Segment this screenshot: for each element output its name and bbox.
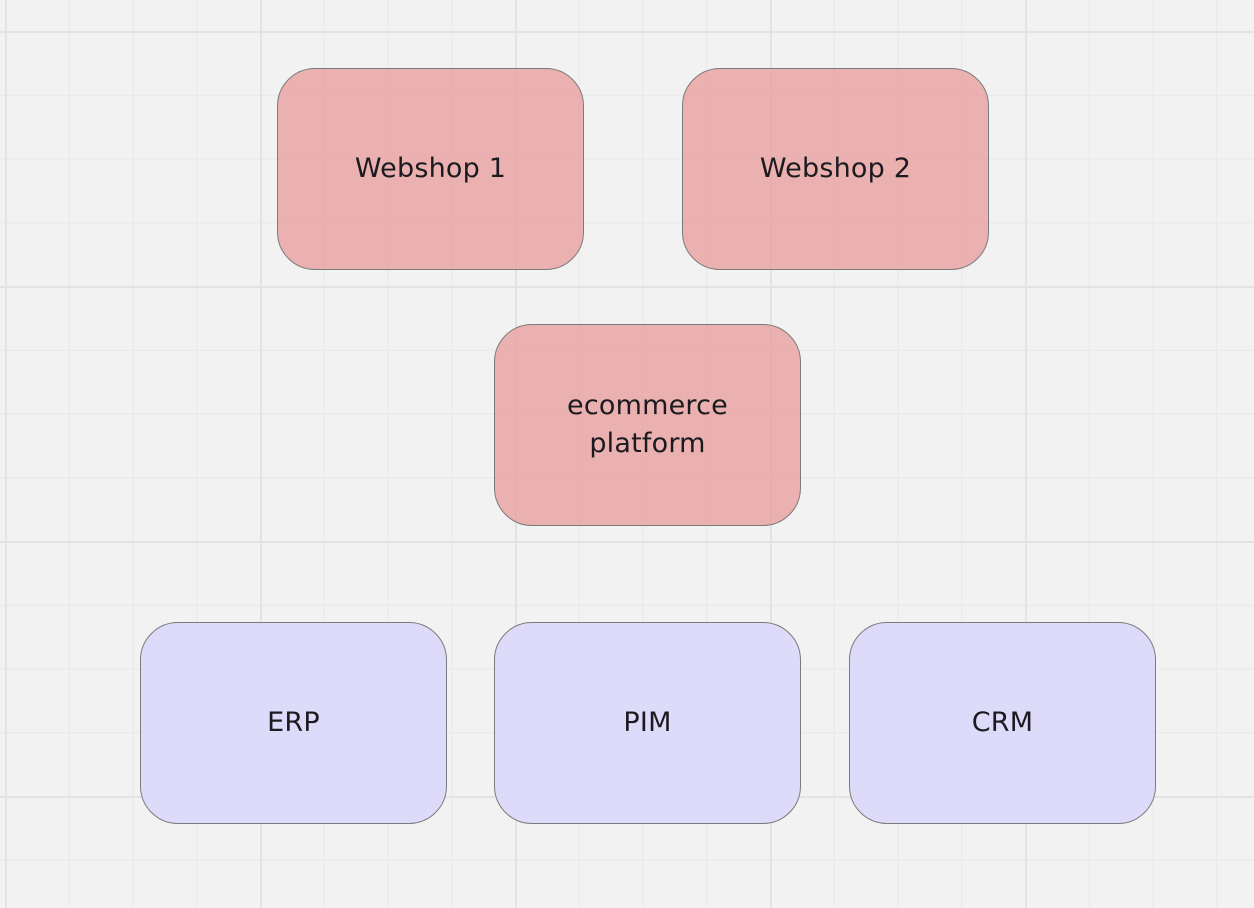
shape-label: PIM (623, 707, 672, 738)
erp-shape[interactable]: ERP (140, 622, 447, 824)
ecommerce-platform-shape[interactable]: ecommerce platform (494, 324, 801, 526)
crm-shape[interactable]: CRM (849, 622, 1156, 824)
shape-label: Webshop 1 (354, 153, 507, 184)
webshop-2-shape[interactable]: Webshop 2 (682, 68, 989, 270)
shape-label: ERP (267, 707, 320, 738)
shape-label: ecommerce platform (567, 390, 728, 459)
shape-label: CRM (971, 707, 1034, 738)
webshop-1-shape[interactable]: Webshop 1 (277, 68, 584, 270)
pim-shape[interactable]: PIM (494, 622, 801, 824)
shape-label: Webshop 2 (759, 153, 912, 184)
